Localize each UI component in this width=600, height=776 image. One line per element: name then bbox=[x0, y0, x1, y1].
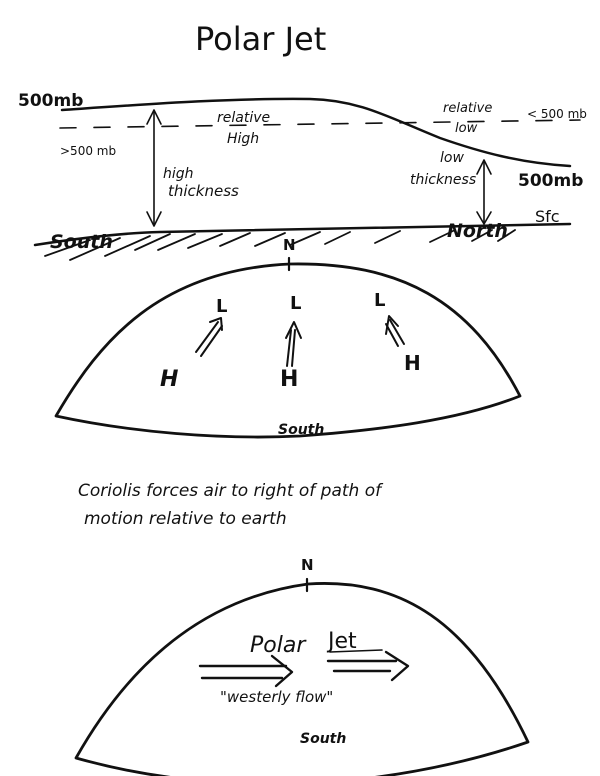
surface-label: Sfc bbox=[535, 207, 560, 226]
high-label-left: H bbox=[160, 367, 178, 392]
south-label: South bbox=[278, 422, 324, 438]
south-label: South bbox=[300, 731, 346, 747]
low-label-left: L bbox=[216, 296, 227, 317]
relative-high-label-line2: High bbox=[227, 131, 259, 147]
500mb-label-left: 500mb bbox=[18, 91, 83, 111]
relative-high-label-line1: relative bbox=[217, 110, 270, 126]
low-label-right: L bbox=[374, 290, 385, 311]
caption-line2: motion relative to earth bbox=[84, 509, 287, 529]
low-thickness-label-line1: low bbox=[440, 150, 464, 166]
surface-line bbox=[33, 222, 572, 247]
arrow-icon-east-right bbox=[326, 650, 410, 682]
jet-label-polar: Polar bbox=[250, 633, 307, 658]
arrow-icon-north bbox=[285, 321, 302, 367]
jet-label-jet: Jet bbox=[326, 629, 357, 654]
globe-outline bbox=[54, 262, 522, 439]
low-thickness-label-line2: thickness bbox=[410, 172, 476, 188]
globe-westerly-flow: N South Polar Jet "westerly flow" bbox=[74, 556, 530, 776]
500mb-label-right: 500mb bbox=[518, 171, 583, 191]
relative-low-label-line1: relative bbox=[443, 101, 492, 116]
jet-underline bbox=[329, 649, 383, 653]
reference-dashed-line bbox=[59, 119, 581, 129]
high-label-right: H bbox=[404, 351, 421, 375]
500mb-line bbox=[60, 97, 572, 168]
high-thickness-arrow bbox=[146, 109, 162, 227]
relative-low-label-line2: low bbox=[455, 121, 478, 136]
low-thickness-arrow bbox=[476, 159, 492, 225]
greater-than-500mb-label: >500 mb bbox=[60, 144, 116, 158]
south-label: South bbox=[50, 231, 113, 253]
ground-hatching bbox=[44, 229, 516, 261]
globe-convergence: N South L L L H H H bbox=[54, 236, 522, 439]
arrow-icon-northeast bbox=[195, 317, 223, 357]
north-label: N bbox=[301, 556, 314, 574]
high-label-center: H bbox=[280, 367, 298, 392]
high-thickness-label-line1: high bbox=[163, 166, 194, 182]
low-label-center: L bbox=[290, 293, 301, 314]
north-label: North bbox=[447, 220, 508, 242]
north-label: N bbox=[283, 236, 296, 254]
cross-section: 500mb 500mb >500 mb < 500 mb relative Hi… bbox=[18, 91, 587, 261]
less-than-500mb-label: < 500 mb bbox=[527, 107, 587, 121]
arrow-icon-northwest bbox=[385, 315, 405, 347]
westerly-flow-label: "westerly flow" bbox=[220, 688, 333, 706]
arrow-icon-east-left bbox=[198, 654, 294, 688]
diagram-title: Polar Jet bbox=[195, 20, 326, 58]
high-thickness-label-line2: thickness bbox=[168, 182, 239, 200]
caption-line1: Coriolis forces air to right of path of bbox=[78, 481, 384, 501]
globe-outline bbox=[74, 582, 530, 776]
